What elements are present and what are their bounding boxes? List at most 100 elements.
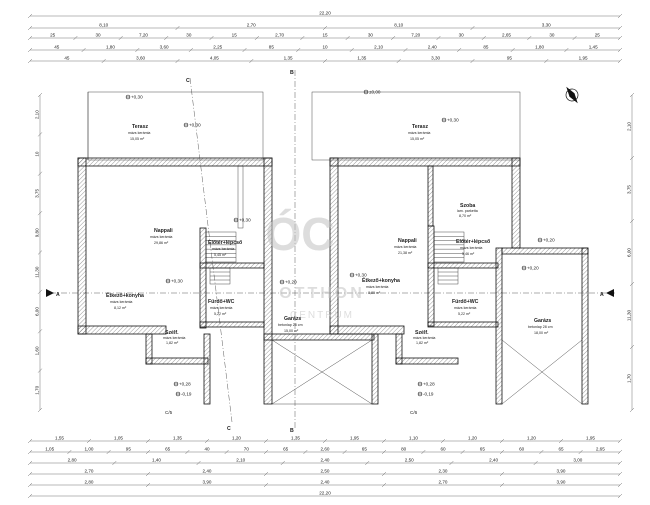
- dimension-tick: [629, 155, 635, 161]
- dimension-label: 3,60: [160, 45, 169, 50]
- level-value: +0,30: [239, 218, 251, 223]
- level-value: +0,20: [527, 266, 539, 271]
- dimension-tick: [470, 25, 475, 31]
- dimension-label: 1,80: [535, 45, 544, 50]
- dimension-label: 1,45: [589, 45, 598, 50]
- dimension-label: 70: [244, 447, 250, 452]
- dimension-label: 65: [165, 447, 171, 452]
- dimension-tick: [572, 35, 577, 41]
- dimension-label: 60: [440, 447, 446, 452]
- right-garage-walls: [501, 247, 589, 405]
- room-floor: mázs kerámia: [460, 246, 482, 250]
- room-area: 18,00 m²: [534, 331, 549, 335]
- section-mark-c6: C/6: [410, 410, 418, 415]
- left-unit-rooms: Terasz mázs kerámia 15,05 m² Nappali máz…: [106, 124, 303, 345]
- dimension-label: 11,30: [627, 309, 632, 321]
- dimension-tick: [27, 13, 33, 19]
- dimension-label: 30: [96, 33, 102, 38]
- section-mark-c-bottom: C: [227, 426, 231, 432]
- terraces: [87, 91, 521, 161]
- dimension-tick: [564, 47, 569, 53]
- dimension-label: 4,05: [210, 56, 219, 61]
- level-value: +0,30: [189, 123, 201, 128]
- room-name: Előtér+lépcső: [208, 240, 242, 246]
- dimension-tick: [37, 289, 43, 294]
- right-unit-walls: [329, 157, 521, 405]
- middle-garage-walls: [263, 333, 375, 405]
- room-floor: lam. parketta: [457, 209, 478, 213]
- dimension-label: 1,70: [627, 374, 632, 383]
- section-arrow-icon: [606, 289, 614, 297]
- room-area: 8,80 m²: [368, 291, 381, 295]
- level-value: +0,28: [179, 382, 191, 387]
- dimension-label: 30: [459, 33, 465, 38]
- dimension-label: 7,20: [139, 33, 148, 38]
- dimension-label: 3,30: [431, 56, 440, 61]
- dimension-label: 25: [595, 33, 601, 38]
- dimension-tick: [175, 25, 180, 31]
- room-name: Szoba: [460, 203, 475, 209]
- dimension-label: 8,10: [99, 23, 108, 28]
- dimension-label: 3,90: [557, 480, 566, 485]
- level-value: -0,19: [181, 392, 192, 397]
- north-arrow-icon: [565, 86, 579, 104]
- dimension-tick: [300, 35, 305, 41]
- room-name: Szélf.: [165, 330, 179, 336]
- stairs-left: [205, 231, 237, 285]
- dimension-label: 40: [204, 447, 210, 452]
- dimension-label: 45: [54, 45, 60, 50]
- dimension-label: 3,75: [35, 189, 40, 198]
- dimension-label: 2,80: [85, 480, 94, 485]
- dimension-label: 95: [507, 56, 513, 61]
- dimension-tick: [456, 47, 462, 53]
- dimension-tick: [27, 493, 33, 499]
- dimension-tick: [188, 47, 194, 53]
- dimension-tick: [185, 449, 190, 455]
- section-mark-a-right: A: [600, 292, 604, 298]
- room-name: Terasz: [412, 124, 428, 130]
- level-value: +0,20: [543, 238, 555, 243]
- dimension-tick: [617, 471, 623, 477]
- room-name: Garázs: [284, 316, 301, 322]
- dimension-label: 30: [368, 33, 374, 38]
- dimension-tick: [27, 460, 33, 466]
- dimension-tick: [27, 471, 33, 477]
- dimension-label: 2,25: [213, 45, 222, 50]
- room-area: 1,82 m²: [166, 341, 179, 345]
- section-mark-c5: C/5: [165, 410, 173, 415]
- dimension-tick: [86, 438, 92, 444]
- dimension-label: 1,35: [291, 436, 300, 441]
- dimension-tick: [533, 460, 538, 466]
- dimension-tick: [196, 460, 201, 466]
- dimension-tick: [37, 211, 43, 216]
- dimension-label: 22,20: [319, 11, 331, 16]
- dimension-tick: [345, 35, 350, 41]
- room-area: 5,22 m²: [458, 312, 471, 316]
- room-floor: mázs kerámia: [110, 300, 132, 304]
- dimension-label: 15: [322, 33, 328, 38]
- dimension-tick: [544, 58, 549, 64]
- watermark-centrum: CENTRUM: [290, 310, 354, 321]
- dimension-label: 60: [519, 447, 525, 452]
- room-name: Garázs: [534, 318, 551, 324]
- room-name: Fürdő+WC: [452, 299, 479, 305]
- dimension-label: 1,60: [35, 346, 40, 355]
- dimension-tick: [27, 482, 33, 488]
- dimension-label: 2,30: [439, 469, 448, 474]
- watermark-logo: ÓC OTTHON CENTRUM: [266, 208, 362, 321]
- dimension-tick: [118, 35, 123, 41]
- dimension-tick: [303, 449, 308, 455]
- dimension-label: 30: [186, 33, 192, 38]
- room-area: 5,45 m²: [214, 253, 227, 257]
- dimension-tick: [617, 493, 623, 499]
- dimension-label: 85: [269, 45, 275, 50]
- dimension-tick: [470, 58, 475, 64]
- right-unit-rooms: Terasz mázs kerámia 15,05 m² Szoba lam. …: [362, 124, 553, 345]
- dimension-label: 1,35: [173, 436, 182, 441]
- dimension-label: 15: [232, 33, 238, 38]
- room-floor: mázs kerámia: [394, 245, 416, 249]
